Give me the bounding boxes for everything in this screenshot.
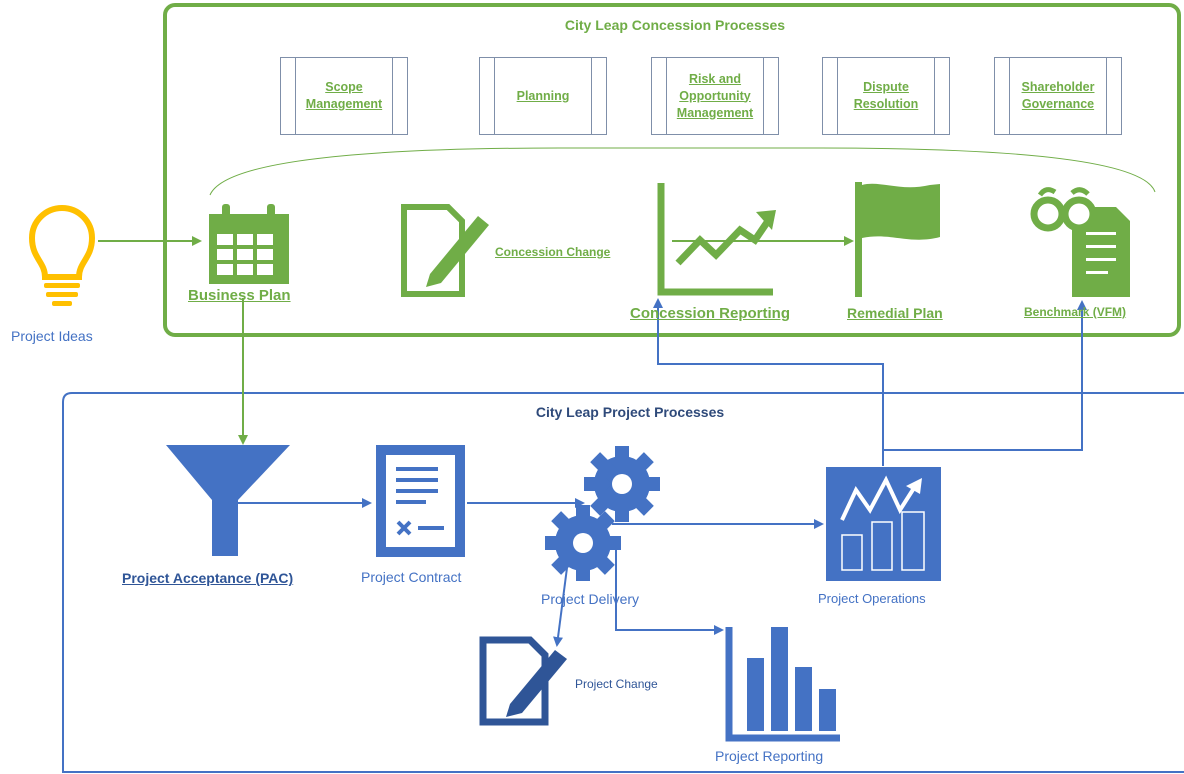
project-container <box>62 392 1184 773</box>
project-ideas-label: Project Ideas <box>11 328 93 344</box>
concession-title: City Leap Concession Processes <box>564 17 786 33</box>
gears-icon <box>545 446 660 581</box>
project-operations-label[interactable]: Project Operations <box>818 591 926 606</box>
dispute-resolution-box[interactable]: Dispute Resolution <box>822 57 950 135</box>
project-contract-label[interactable]: Project Contract <box>361 569 462 585</box>
change-document-icon <box>479 636 567 726</box>
concession-change-label[interactable]: Concession Change <box>495 245 611 259</box>
concession-container <box>163 3 1181 337</box>
trend-chart-icon <box>657 183 776 296</box>
contract-icon <box>376 445 465 557</box>
project-reporting-label[interactable]: Project Reporting <box>715 748 824 764</box>
concession-arc <box>209 147 1156 196</box>
benchmark-label[interactable]: Benchmark (VFM) <box>1024 305 1127 319</box>
glasses-document-icon <box>1030 187 1130 297</box>
shareholder-governance-label: Shareholder Governance <box>1021 80 1095 111</box>
planning-box[interactable]: Planning <box>479 57 607 135</box>
project-acceptance-label[interactable]: Project Acceptance (PAC) <box>122 570 294 586</box>
scope-management-label: Scope Management <box>305 80 383 111</box>
delivery-to-change-connector <box>553 559 569 647</box>
reporting-barchart-icon <box>725 627 840 742</box>
operations-chart-icon <box>826 467 941 581</box>
operations-to-concession-reporting-connector <box>653 298 884 466</box>
concession-reporting-label[interactable]: Concession Reporting <box>630 305 791 322</box>
business-plan-label[interactable]: Business Plan <box>188 287 291 304</box>
funnel-icon <box>166 445 290 556</box>
planning-label: Planning <box>516 88 570 103</box>
project-title: City Leap Project Processes <box>535 404 725 420</box>
risk-opportunity-label: Risk and Opportunity Management <box>676 71 754 120</box>
calendar-icon <box>209 204 289 284</box>
project-delivery-label[interactable]: Project Delivery <box>541 591 640 607</box>
shareholder-governance-box[interactable]: Shareholder Governance <box>994 57 1122 135</box>
delivery-to-reporting-connector <box>615 545 724 635</box>
project-change-label[interactable]: Project Change <box>575 677 658 691</box>
edit-document-icon <box>401 204 489 297</box>
risk-opportunity-box[interactable]: Risk and Opportunity Management <box>651 57 779 135</box>
dispute-resolution-label: Dispute Resolution <box>853 80 919 111</box>
remedial-plan-label[interactable]: Remedial Plan <box>847 305 943 321</box>
lightbulb-icon <box>28 205 96 306</box>
operations-to-benchmark-connector <box>883 300 1087 451</box>
flag-icon <box>855 182 940 297</box>
scope-management-box[interactable]: Scope Management <box>280 57 408 135</box>
